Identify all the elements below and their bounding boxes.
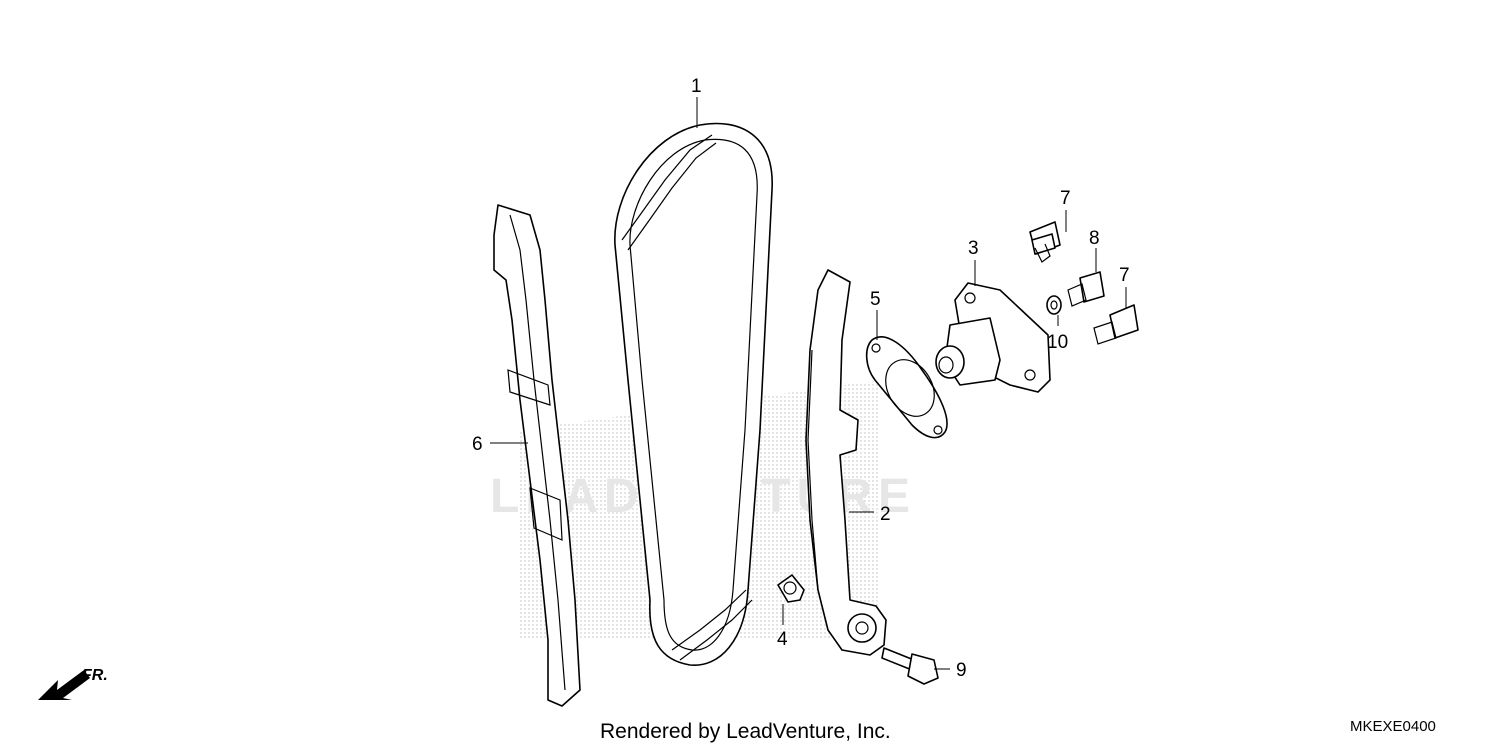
bolt-7-upper[interactable] [1029, 221, 1061, 263]
callout-1: 1 [691, 76, 702, 97]
leader-lines [490, 97, 1127, 670]
callout-5: 5 [870, 289, 881, 310]
callout-9: 9 [956, 660, 967, 681]
front-arrow-icon [38, 670, 90, 700]
callout-4: 4 [777, 629, 788, 650]
callouts: 1 2 3 4 5 6 7 7 8 9 10 [472, 76, 1130, 681]
tensioner-gasket[interactable] [865, 336, 948, 439]
cam-chain-guide[interactable] [493, 204, 581, 707]
tensioner-arm[interactable] [805, 269, 887, 656]
callout-7-lower: 7 [1119, 265, 1130, 286]
bolt-8[interactable] [1067, 271, 1105, 307]
cam-chain[interactable] [614, 122, 773, 666]
diagram-code: MKEXE0400 [1350, 718, 1436, 735]
callout-10: 10 [1047, 332, 1068, 353]
callout-2: 2 [880, 504, 891, 525]
tensioner-lifter[interactable] [935, 282, 1051, 393]
callout-6: 6 [472, 434, 483, 455]
front-marker-label: FR. [82, 667, 108, 684]
bolt-7-lower[interactable] [1093, 304, 1139, 345]
washer-10[interactable] [1046, 295, 1062, 315]
callout-3: 3 [968, 238, 979, 259]
front-direction-marker: FR. [38, 667, 108, 700]
pin-4[interactable] [777, 574, 805, 603]
bolt-9[interactable] [881, 647, 939, 685]
footer-credit: Rendered by LeadVenture, Inc. [600, 720, 891, 743]
callout-7-upper: 7 [1060, 188, 1071, 209]
callout-8: 8 [1089, 228, 1100, 249]
